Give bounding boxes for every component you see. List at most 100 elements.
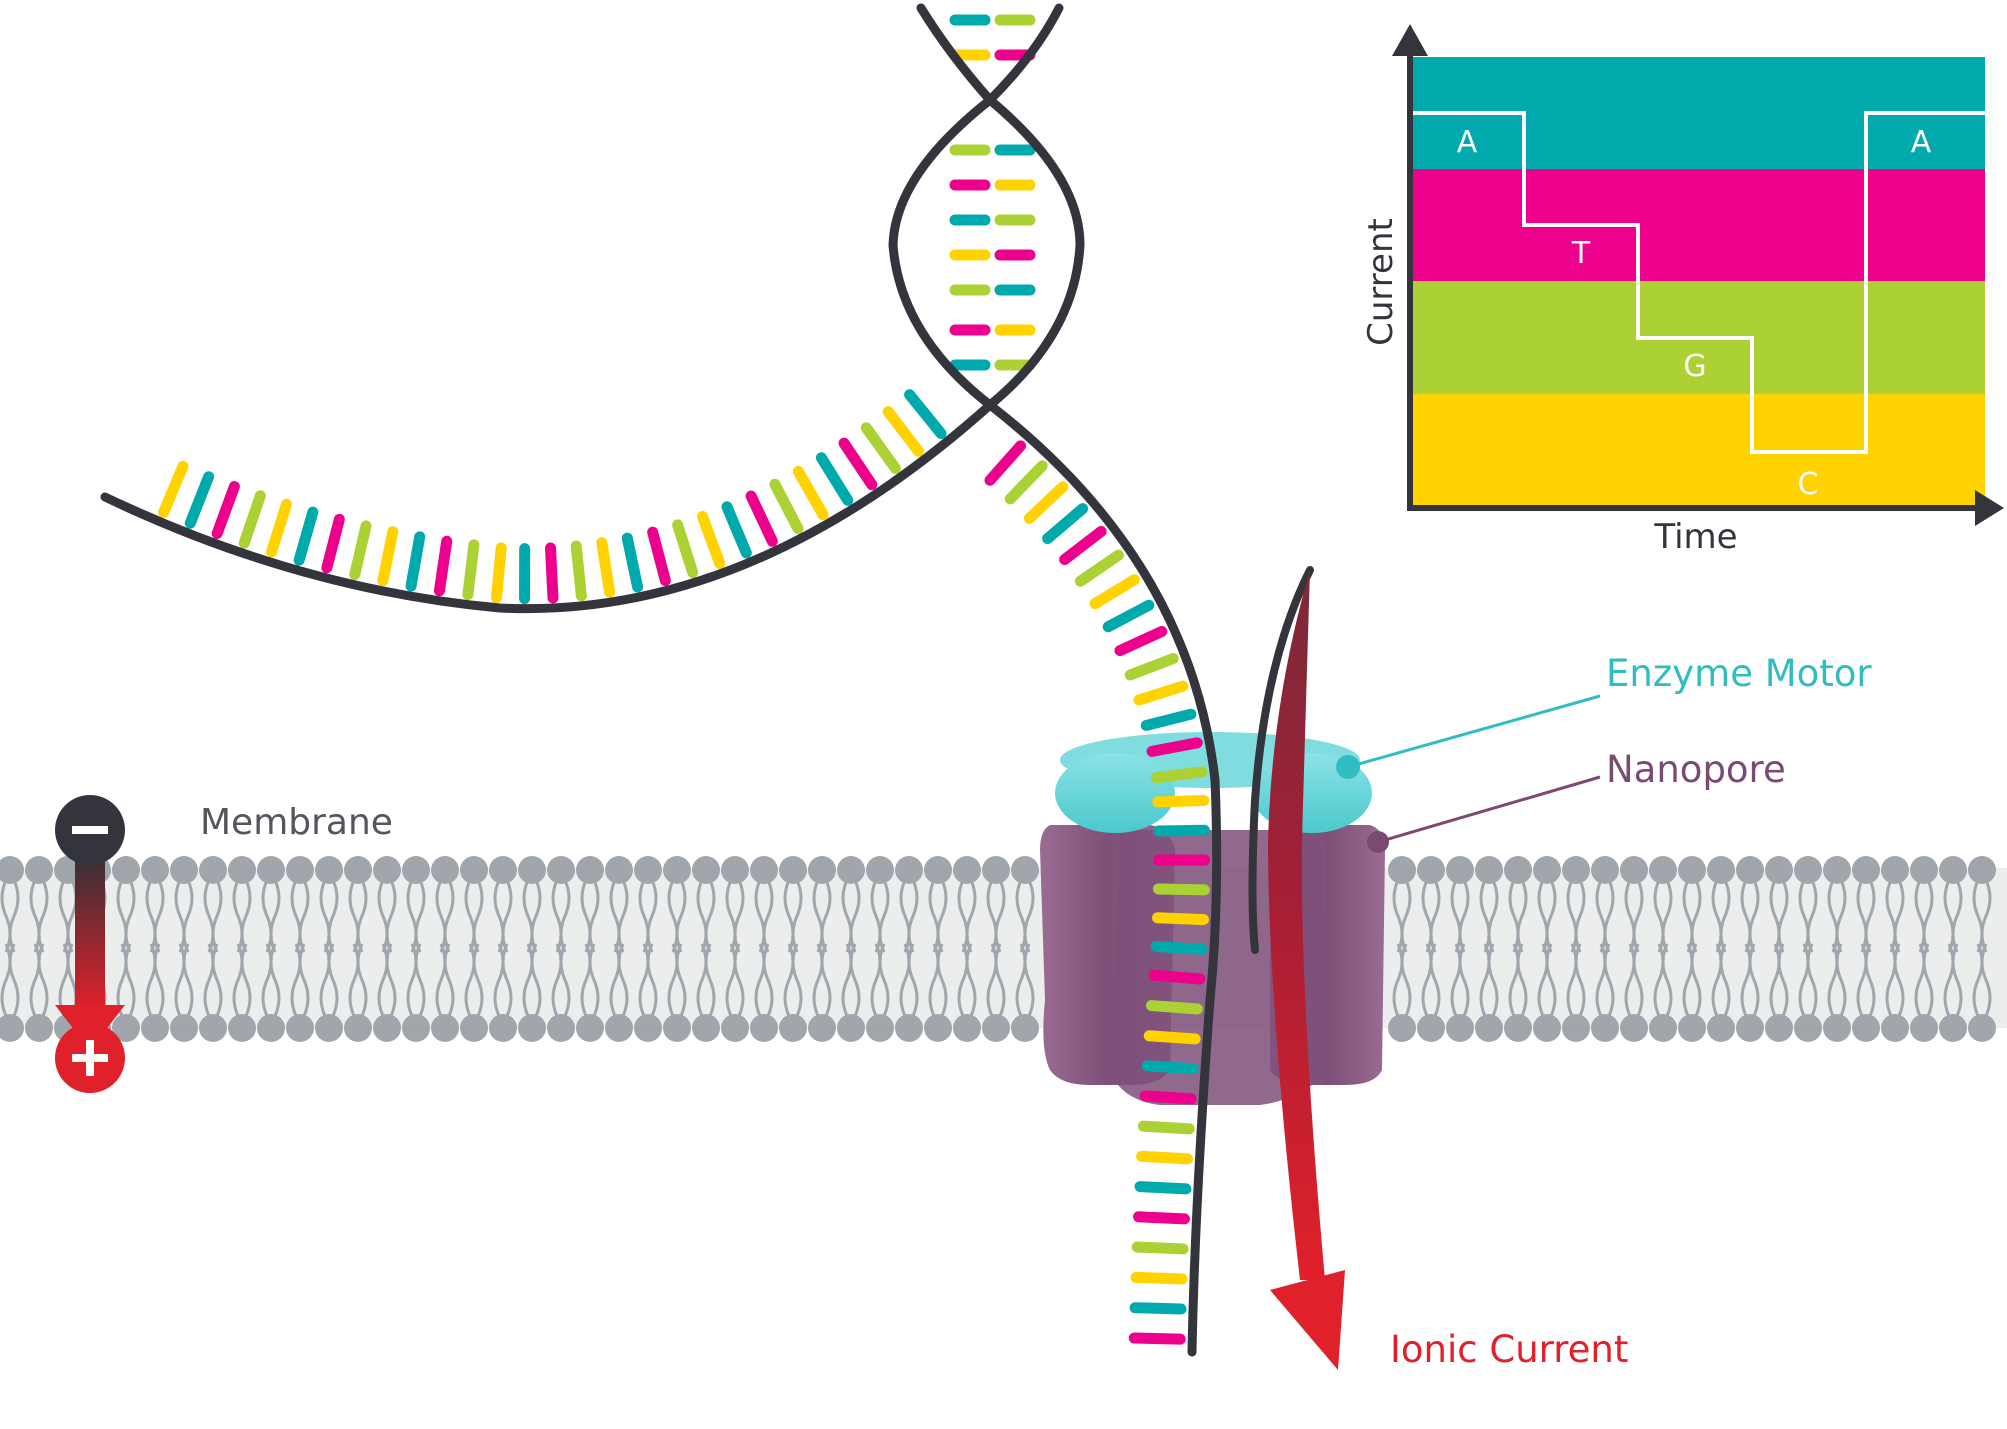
base-pair-rung [1089, 574, 1140, 610]
lipid-tail [1023, 943, 1035, 1017]
lipid-head [402, 1014, 430, 1042]
lipid-head [1910, 1014, 1938, 1042]
lipid-head [1649, 856, 1677, 884]
dna-threaded-strand [1248, 566, 1314, 954]
lipid-bilayer-membrane [0, 856, 2007, 1042]
lipid-tail [211, 879, 223, 953]
lipid-tail [907, 879, 919, 953]
lipid-tail [1603, 879, 1615, 953]
lipid-tail [211, 943, 223, 1017]
base-pair-rung [1141, 1060, 1199, 1075]
lipid-tail [1980, 879, 1992, 953]
lipid-tail [936, 879, 948, 953]
base-pair-rung [1139, 1090, 1197, 1105]
lipid-tail [501, 943, 513, 1017]
lipid-tail [124, 879, 136, 953]
lipid-tail [907, 943, 919, 1017]
lipid-head [895, 856, 923, 884]
electrode-shaft [75, 850, 105, 1010]
lipid-tail [240, 943, 252, 1017]
lipid-head [460, 1014, 488, 1042]
base-pair-rung [621, 532, 644, 593]
lipid-tail [704, 879, 716, 953]
base-pair-rung [545, 542, 559, 604]
base-pair-rung [769, 478, 804, 535]
lipid-tail [1748, 879, 1760, 953]
lipid-tail [791, 943, 803, 1017]
current-trace-line [1410, 111, 1985, 454]
trace-base-label-1: A [1457, 125, 1478, 160]
lipid-head [286, 856, 314, 884]
lipid-head [924, 856, 952, 884]
x-axis-label: Time [1653, 517, 1737, 557]
base-pair-rung [1150, 941, 1208, 955]
lipid-tail [675, 879, 687, 953]
lipid-head [1910, 856, 1938, 884]
lipid-head [1388, 856, 1416, 884]
base-pair-rung [1145, 1000, 1203, 1015]
lipid-tail [1864, 943, 1876, 1017]
trace-base-label-2: T [1571, 236, 1591, 271]
lipid-head [373, 856, 401, 884]
base-pair-rung [1131, 1241, 1189, 1255]
lipid-head [1736, 856, 1764, 884]
lipid-tail [414, 943, 426, 1017]
lipid-head [663, 1014, 691, 1042]
base-pair-rung [238, 490, 266, 549]
lipid-head [315, 1014, 343, 1042]
x-axis-arrowhead [1975, 490, 2004, 526]
lipid-tail [1400, 879, 1412, 953]
enzyme-callout-dot [1336, 755, 1360, 779]
lipid-head [721, 856, 749, 884]
base-pair-rung [433, 535, 453, 597]
lipid-head [344, 856, 372, 884]
lipid-tail [936, 943, 948, 1017]
lipid-tails [0, 879, 1992, 1017]
lipid-head [634, 856, 662, 884]
lipid-tail [269, 943, 281, 1017]
lipid-head [1504, 856, 1532, 884]
base-pair-rung [984, 440, 1027, 486]
lipid-head [982, 1014, 1010, 1042]
lipid-tail [530, 943, 542, 1017]
lipid-head [779, 856, 807, 884]
lipid-tail [37, 879, 49, 953]
lipid-tail [1777, 879, 1789, 953]
lipid-head [431, 1014, 459, 1042]
base-pair-rung [1130, 1271, 1188, 1285]
lipid-tail [182, 943, 194, 1017]
lipid-tail [1690, 879, 1702, 953]
lipid-tail [849, 943, 861, 1017]
lipid-tail [733, 879, 745, 953]
lipid-head [1707, 856, 1735, 884]
lipid-tail [762, 943, 774, 1017]
dna-molecule [100, 3, 1314, 1357]
lipid-head [257, 856, 285, 884]
positive-electrode-icon [55, 1023, 125, 1093]
lipid-head [286, 1014, 314, 1042]
base-pair-rung [1148, 969, 1206, 985]
lipid-head [228, 856, 256, 884]
lipid-head [373, 1014, 401, 1042]
lipid-tail [443, 879, 455, 953]
lipid-tail [385, 879, 397, 953]
base-pair-rung [1134, 1181, 1192, 1195]
base-pair-rung [321, 513, 345, 574]
trace-base-label-3: G [1683, 349, 1706, 384]
dna-backbone-helix-a [916, 3, 1085, 410]
lipid-head [808, 1014, 836, 1042]
lipid-tail [1458, 943, 1470, 1017]
y-axis-label: Current [1361, 218, 1401, 346]
base-pair-rung [1140, 708, 1197, 731]
lipid-tail [994, 879, 1006, 953]
lipid-tail [994, 943, 1006, 1017]
base-pair-rung [1150, 766, 1208, 784]
lipid-head [1823, 1014, 1851, 1042]
lipid-head [1939, 856, 1967, 884]
lipid-tail [1487, 879, 1499, 953]
base-pair-rung [1133, 680, 1189, 706]
lipid-head [547, 1014, 575, 1042]
lipid-tail [675, 943, 687, 1017]
base-pair-rung [1146, 737, 1203, 757]
